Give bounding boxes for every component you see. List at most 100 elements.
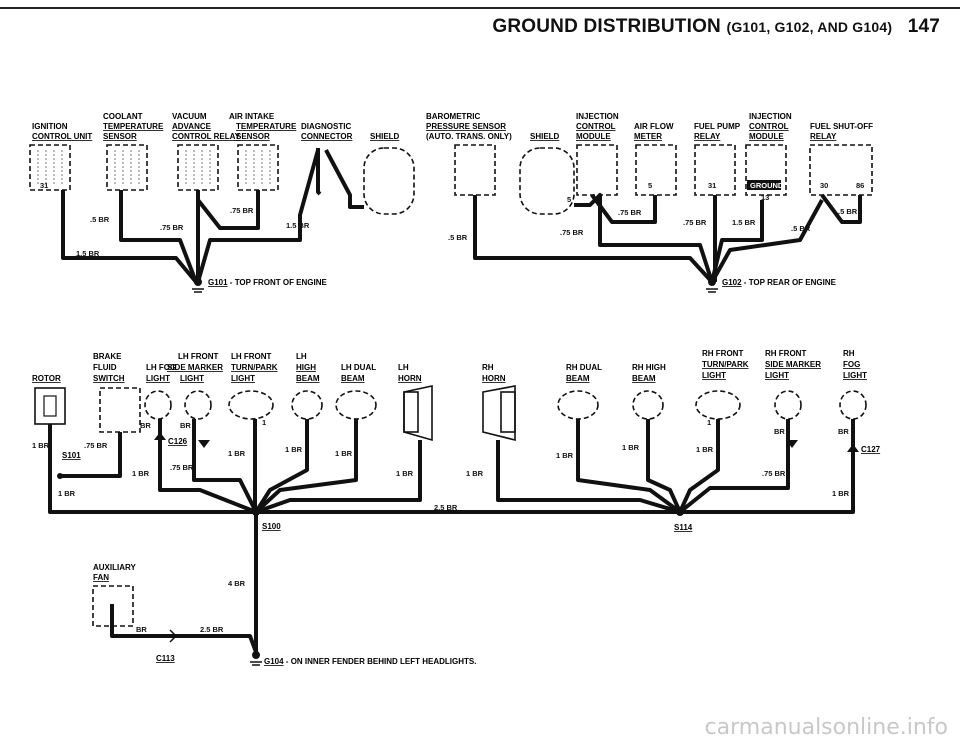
wire-label-29: BR	[838, 427, 849, 436]
label-brake-1: BRAKE	[93, 352, 122, 361]
label-rhturn-3: LIGHT	[702, 371, 726, 380]
wires-middle	[48, 419, 855, 653]
label-rhhigh-1: RH HIGH	[632, 363, 666, 372]
fuelpump-relay-box	[694, 144, 736, 196]
label-rhhorn-2: HORN	[482, 374, 506, 383]
label-brake-3: SWITCH	[93, 374, 125, 383]
label-airintake-1: AIR INTAKE	[229, 112, 275, 121]
wire-label-11: .5 BR	[791, 224, 811, 233]
watermark: carmanualsonline.info	[704, 715, 948, 740]
label-diagnostic-1: DIAGNOSTIC	[301, 122, 351, 131]
label-barometric-1: BAROMETRIC	[426, 112, 480, 121]
connector-c113-label: C113	[156, 654, 175, 663]
pin-5-a: 5	[567, 195, 571, 204]
lh-turn-light	[228, 390, 274, 420]
wire-label-19: 1 BR	[132, 469, 150, 478]
lh-dual-beam	[335, 390, 377, 420]
wire-lh-dual	[254, 419, 358, 514]
wire-label-23: 1 BR	[396, 469, 414, 478]
lh-side-marker	[184, 390, 212, 420]
label-rhturn-2: TURN/PARK	[702, 360, 749, 369]
wires-top-right	[473, 193, 862, 284]
label-injection-3: MODULE	[576, 132, 611, 141]
aux-fan-box	[92, 585, 134, 627]
pin-5-b: 5	[648, 181, 652, 190]
pin-31-a: 31	[40, 181, 48, 190]
pin-30: 30	[820, 181, 828, 190]
wire-lh-horn	[255, 440, 422, 514]
label-rhfog-1: RH	[843, 349, 855, 358]
coolant-sensor-box	[106, 144, 148, 191]
wire-label-5: 1.5 BR	[76, 249, 100, 258]
label-vacuum-1: VACUUM	[172, 112, 207, 121]
wire-label-1: .5 BR	[90, 215, 110, 224]
label-brake-2: FLUID	[93, 363, 117, 372]
wire-label-9: .75 BR	[683, 218, 707, 227]
label-vacuum-3: CONTROL RELAY	[172, 132, 241, 141]
label-injection-2: CONTROL	[576, 122, 616, 131]
component-labels-top-right: BAROMETRIC PRESSURE SENSOR (AUTO. TRANS.…	[426, 112, 873, 141]
label-rhfog-3: LIGHT	[843, 371, 867, 380]
wire-shield-1	[324, 149, 364, 209]
wire-label-28: BR	[774, 427, 785, 436]
label-coolant-2: TEMPERATURE	[103, 122, 164, 131]
wire-label-21: 1 BR	[285, 445, 303, 454]
label-airflow-2: METER	[634, 132, 662, 141]
label-lhhorn-1: LH	[398, 363, 409, 372]
wire-label-32: 1 BR	[832, 489, 850, 498]
wire-label-3: .75 BR	[230, 206, 254, 215]
air-intake-sensor-box	[237, 144, 279, 191]
label-fuelshutoff-2: RELAY	[810, 132, 837, 141]
label-rhturn-1: RH FRONT	[702, 349, 743, 358]
label-shield-2: SHIELD	[530, 132, 560, 141]
label-injection-1: INJECTION	[576, 112, 619, 121]
wire-label-25: 1 BR	[466, 469, 484, 478]
wire-rh-side	[678, 419, 790, 514]
components-top-left	[29, 144, 415, 215]
label-lhturn-1: LH FRONT	[231, 352, 272, 361]
label-lhside-3: LIGHT	[180, 374, 204, 383]
wire-label-4: 1.5 BR	[286, 221, 310, 230]
label-rhhorn-1: RH	[482, 363, 494, 372]
wire-label-27: 1 BR	[622, 443, 640, 452]
label-lhturn-3: LIGHT	[231, 374, 255, 383]
rh-fog-light	[839, 390, 867, 420]
label-lhfog-2: LIGHT	[146, 374, 170, 383]
rotor-box	[34, 387, 66, 425]
label-coolant-1: COOLANT	[103, 112, 143, 121]
ground-g102: G102 - TOP REAR OF ENGINE	[706, 278, 837, 293]
label-rhside-3: LIGHT	[765, 371, 789, 380]
shield-box-1	[363, 147, 415, 215]
label-rhside-2: SIDE MARKER	[765, 360, 821, 369]
wire-label-10: 1.5 BR	[732, 218, 756, 227]
page-title: GROUND DISTRIBUTION (G101, G102, AND G10…	[492, 16, 940, 37]
rh-high-beam	[632, 390, 664, 420]
label-fuelshutoff-1: FUEL SHUT-OFF	[810, 122, 873, 131]
rh-dual-beam	[557, 390, 599, 420]
wire-lh-fog	[158, 419, 257, 514]
label-coolant-3: SENSOR	[103, 132, 137, 141]
wire-label-12: .5 BR	[838, 207, 858, 216]
wire-lh-side	[192, 419, 258, 513]
pin-86: 86	[856, 181, 864, 190]
label-airintake-3: SENSOR	[236, 132, 270, 141]
page-number: 147	[907, 16, 940, 37]
connector-c126-icon	[154, 432, 166, 440]
wire-rh-horn	[496, 440, 681, 514]
wire-fuelshutoff	[710, 199, 824, 283]
wire-shield2	[574, 193, 714, 283]
label-rhdual-2: BEAM	[566, 374, 590, 383]
label-lhdual-2: BEAM	[341, 374, 365, 383]
rh-side-marker	[774, 390, 802, 420]
wire-label-6: .5 BR	[448, 233, 468, 242]
wire-label-33: 4 BR	[228, 579, 246, 588]
ground-label-g102: G102 - TOP REAR OF ENGINE	[722, 278, 837, 287]
wire-label-30: .75 BR	[762, 469, 786, 478]
label-injection2-2: CONTROL	[749, 122, 789, 131]
pin-ground: GROUND	[750, 181, 784, 190]
wire-brake-switch	[60, 432, 122, 478]
wire-label-20: 1 BR	[228, 449, 246, 458]
wire-label-7: .75 BR	[560, 228, 584, 237]
label-rhfog-2: FOG	[843, 360, 860, 369]
